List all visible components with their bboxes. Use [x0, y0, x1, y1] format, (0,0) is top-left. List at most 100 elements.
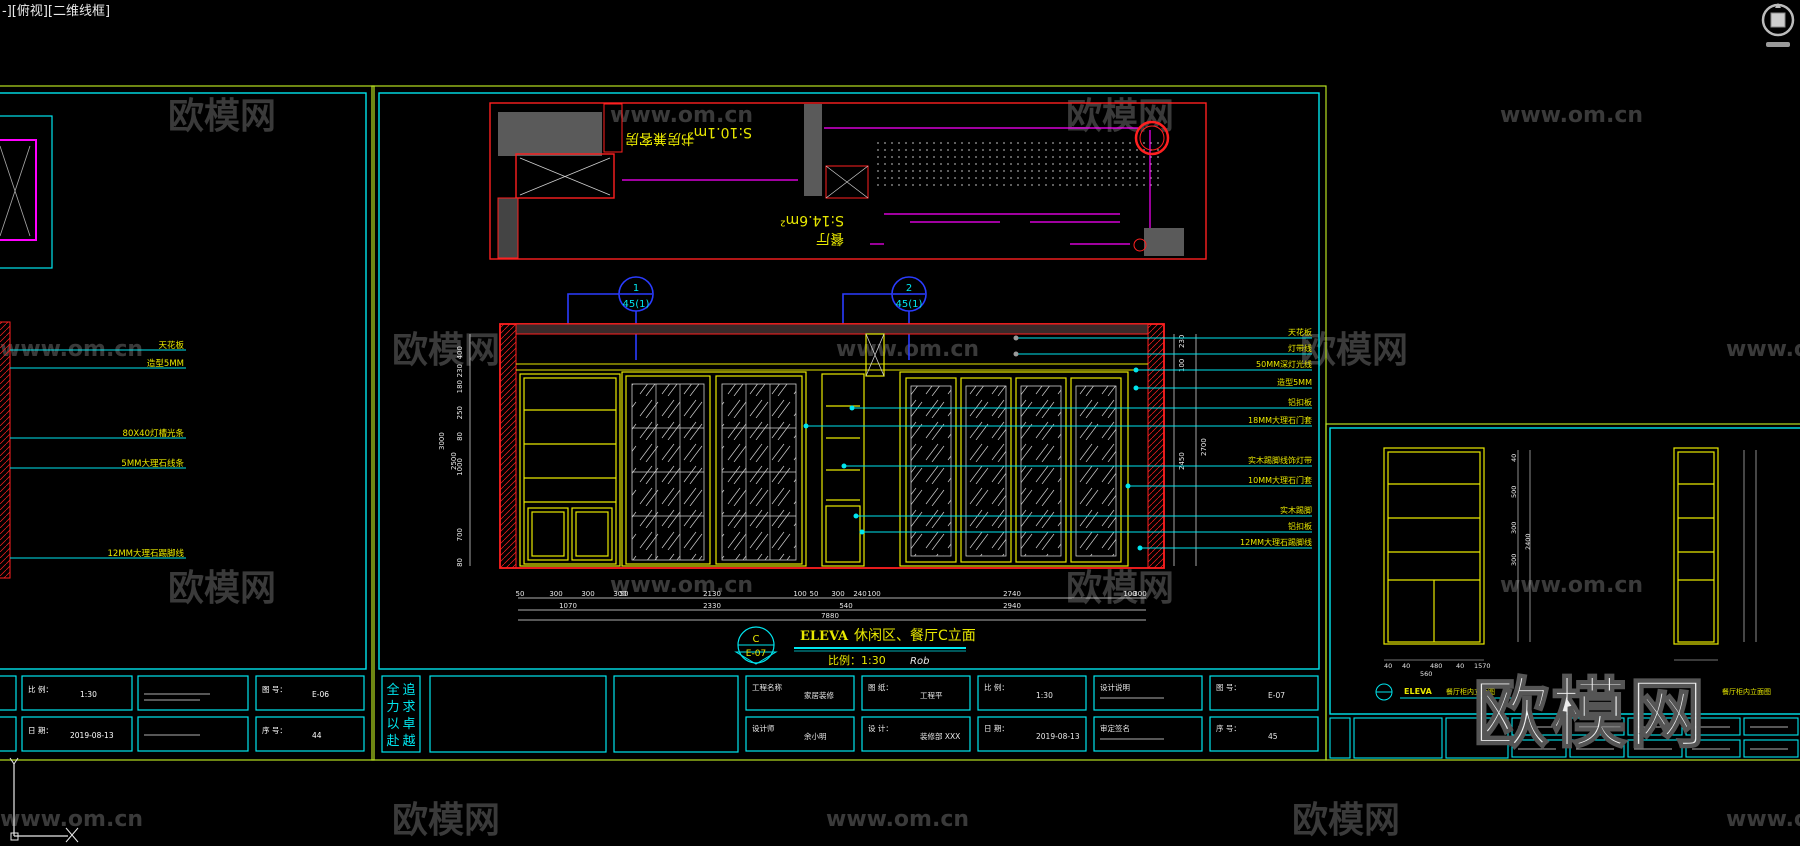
motto-char: 力 [386, 700, 399, 715]
dim-text: 2450 [1178, 452, 1186, 470]
dim-text: 40 [1456, 662, 1464, 670]
dim-text: 300 [831, 590, 844, 598]
section-ref: 45(1) [623, 299, 650, 310]
watermark-layer: 欧模网 欧模网 欧模网 欧模网 欧模网 欧模网 欧模网 欧模网 www.om.c… [0, 96, 1800, 841]
dim-text: 2130 [703, 590, 721, 598]
callout-label: 12MM大理石踢脚线 [1240, 537, 1312, 547]
watermark-url: www.om.cn [0, 807, 143, 832]
dim-text: 480 [1430, 662, 1442, 670]
callout-dot [849, 405, 855, 411]
floor-plan-inset: 书房兼客房 S:10.1m² 餐厅 S:14.6m² [489, 102, 1207, 260]
title-block-label: 设 计： [868, 723, 893, 733]
dim-text: 240 [853, 590, 866, 598]
tb-label: 序 号： [262, 725, 287, 735]
motto-char: 求 [402, 700, 415, 715]
dim-text: 180 [456, 380, 464, 393]
title-block-cell [745, 675, 855, 711]
signature: Rob [910, 656, 929, 667]
tb-value: 2019-08-13 [70, 731, 114, 740]
dim-text: 230 [1178, 335, 1186, 348]
dim-text: 40 [1384, 662, 1392, 670]
watermark-cn: 欧模网 [392, 330, 500, 371]
title-block-label: 比 例： [984, 682, 1009, 692]
glass-door [905, 377, 957, 563]
callout-label: 灯带线 [1288, 343, 1312, 353]
callout-dot [841, 463, 847, 469]
callout-dot [859, 529, 865, 535]
dim-text: 230 [456, 364, 464, 377]
brand-watermark-logo: 欧模网 [1472, 668, 1707, 759]
tb-label: 日 期： [28, 726, 53, 735]
view-cube-icon[interactable] [1760, 2, 1796, 50]
plan-room-label: 餐厅 [816, 230, 844, 246]
motto-char: 追 [402, 682, 415, 698]
watermark-cn: 欧模网 [1066, 568, 1174, 609]
title-block-value: 45 [1268, 732, 1278, 741]
title-block-label: 序 号： [1216, 723, 1241, 733]
title-block-cell [977, 675, 1087, 711]
title-marker-top: C [753, 634, 760, 645]
callout-dot [1013, 335, 1019, 341]
watermark-url: www.om.cn [1726, 337, 1800, 362]
dim-text: 300 [581, 590, 594, 598]
watermark-url: www.om.cn [1500, 103, 1643, 128]
left-callout-label: 天花板 [158, 340, 184, 351]
callout-dot [1137, 545, 1143, 551]
left-callout-label: 造型5MM [147, 358, 184, 369]
title-block-cell [861, 675, 971, 711]
glass-pane [1020, 385, 1062, 557]
dim-text: 300 [1133, 590, 1146, 598]
motto-char: 卓 [402, 717, 415, 732]
sheet-frames [0, 85, 1800, 761]
title-block-label: 图 号： [1216, 683, 1241, 692]
drawing-scale: 比例：1:30 [828, 653, 886, 667]
dim-text: 40 [1510, 454, 1518, 462]
title-block-cell [977, 716, 1087, 752]
watermark-cn: 欧模网 [1300, 330, 1408, 371]
callout-label: 铝扣板 [1288, 521, 1312, 531]
dim-text: 1000 [456, 458, 464, 476]
dim-text: 3000 [438, 432, 446, 450]
dim-text: 2700 [1200, 438, 1208, 456]
glass-pane [965, 385, 1007, 557]
watermark-url: www.om.cn [1500, 573, 1643, 598]
plan-room-label: 书房兼客房 [625, 130, 695, 147]
title-block-value: 工程平 [920, 691, 943, 700]
callout-dot [1125, 483, 1131, 489]
dim-text: 40 [1402, 662, 1410, 670]
ucs-axis-icon [9, 757, 79, 843]
title-block-cell [1209, 716, 1319, 752]
dim-text: 100 [867, 590, 880, 598]
title-block-value: E-07 [1268, 691, 1285, 700]
rs-title-eleva: ELEVA [1404, 687, 1433, 696]
viewport-label[interactable]: -][俯视][二维线框] [2, 4, 111, 19]
callout-dot [1133, 385, 1139, 391]
watermark-url: www.om.cn [826, 807, 969, 832]
dim-text: 100 [1123, 590, 1136, 598]
glass-door [1070, 377, 1122, 563]
title-block-label: 图 纸： [868, 682, 893, 692]
callout-label: 天花板 [1288, 327, 1312, 337]
dim-text: 540 [839, 602, 852, 610]
title-block-cell [1093, 675, 1203, 711]
rs-title-text: 餐厅柜内立面图 [1446, 687, 1495, 696]
motto-char: 以 [386, 717, 399, 732]
dim-text: 250 [456, 406, 464, 419]
tb-value: E-06 [312, 690, 329, 699]
dim-text: 100 [793, 590, 806, 598]
motto-char: 赴 [386, 734, 399, 749]
tb-value: 1:30 [80, 690, 97, 699]
title-block-label: 审定签名 [1100, 723, 1130, 733]
callout-dot [1133, 367, 1139, 373]
tb-label: 图 号： [262, 685, 287, 694]
dim-text: 300 [1510, 554, 1518, 566]
watermark-cn: 欧模网 [392, 800, 500, 841]
watermark-url: www.om.cn [610, 103, 753, 128]
dim-text: 1570 [1474, 662, 1491, 670]
dim-text: 700 [456, 528, 464, 541]
title-block-cell [745, 716, 855, 752]
elevation-drawing: 1 45(1) 2 45(1) [381, 276, 1319, 753]
